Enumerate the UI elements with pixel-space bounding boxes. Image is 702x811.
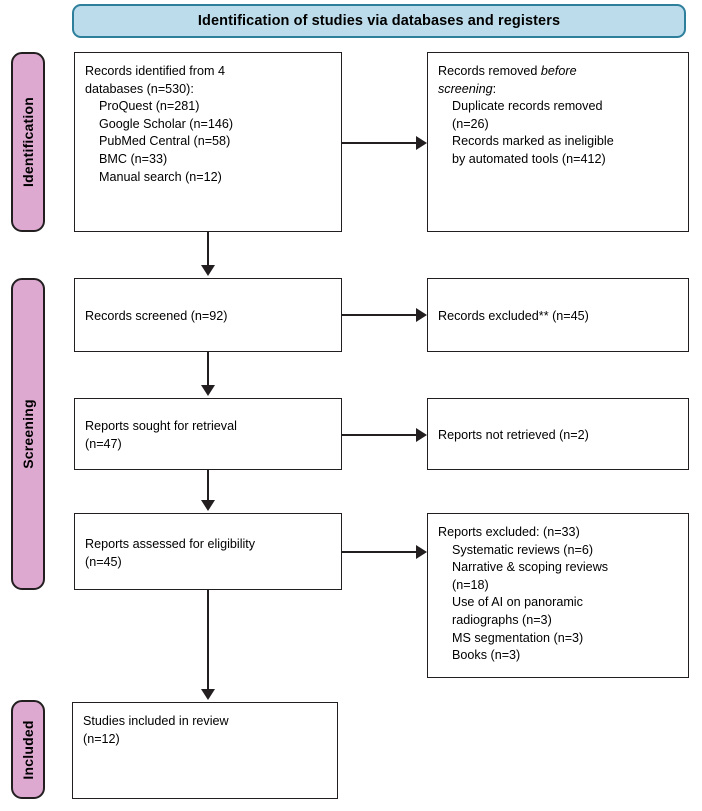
stage-label-screening-text: Screening xyxy=(20,399,36,469)
stage-label-identification: Identification xyxy=(11,52,45,232)
box-records-excluded: Records excluded** (n=45) xyxy=(427,278,689,352)
records-removed-italic-before: before xyxy=(540,64,577,78)
box-records-identified-text: Records identified from 4 databases (n=5… xyxy=(85,64,234,184)
box-studies-included-text: Studies included in review (n=12) xyxy=(83,714,229,746)
box-records-screened: Records screened (n=92) xyxy=(74,278,342,352)
box-reports-sought-text: Reports sought for retrieval (n=47) xyxy=(85,419,237,451)
connector-sought-to-assessed xyxy=(207,470,209,501)
arrow-down-icon xyxy=(201,689,215,700)
stage-label-identification-text: Identification xyxy=(20,97,36,187)
box-reports-assessed: Reports assessed for eligibility (n=45) xyxy=(74,513,342,590)
arrow-down-icon xyxy=(201,385,215,396)
records-removed-prefix: Records removed xyxy=(438,64,541,78)
box-records-removed: Records removed before screening: Duplica… xyxy=(427,52,689,232)
box-records-identified: Records identified from 4 databases (n=5… xyxy=(74,52,342,232)
records-removed-italic-screening: screening xyxy=(438,81,493,96)
stage-label-screening: Screening xyxy=(11,278,45,590)
connector-assessed-to-included xyxy=(207,590,209,690)
records-removed-rest: : Duplicate records removed (n=26) Recor… xyxy=(452,81,614,166)
box-records-screened-text: Records screened (n=92) xyxy=(85,309,228,324)
box-records-removed-text: Records removed before screening: Duplica… xyxy=(438,63,680,169)
box-reports-not-retrieved: Reports not retrieved (n=2) xyxy=(427,398,689,470)
stage-label-included: Included xyxy=(11,700,45,799)
arrow-down-icon xyxy=(201,500,215,511)
diagram-header-banner: Identification of studies via databases … xyxy=(72,4,686,38)
connector-identified-to-screened xyxy=(207,232,209,267)
diagram-title: Identification of studies via databases … xyxy=(197,13,561,29)
box-studies-included: Studies included in review (n=12) xyxy=(72,702,338,799)
connector-screened-to-sought xyxy=(207,352,209,386)
arrow-right-icon xyxy=(416,308,427,322)
arrow-right-icon xyxy=(416,545,427,559)
connector-sought-to-not-retrieved xyxy=(342,434,418,436)
connector-assessed-to-reports-excluded xyxy=(342,551,418,553)
box-reports-excluded: Reports excluded: (n=33) Systematic revi… xyxy=(427,513,689,678)
box-reports-excluded-text: Reports excluded: (n=33) Systematic revi… xyxy=(438,525,609,663)
connector-screened-to-excluded xyxy=(342,314,418,316)
box-reports-assessed-text: Reports assessed for eligibility (n=45) xyxy=(85,536,256,569)
box-reports-sought: Reports sought for retrieval (n=47) xyxy=(74,398,342,470)
box-reports-not-retrieved-text: Reports not retrieved (n=2) xyxy=(438,428,589,443)
arrow-right-icon xyxy=(416,428,427,442)
arrow-right-icon xyxy=(416,136,427,150)
stage-label-included-text: Included xyxy=(20,719,36,780)
arrow-down-icon xyxy=(201,265,215,276)
connector-identified-to-removed xyxy=(342,142,418,144)
box-records-excluded-text: Records excluded** (n=45) xyxy=(438,309,589,324)
